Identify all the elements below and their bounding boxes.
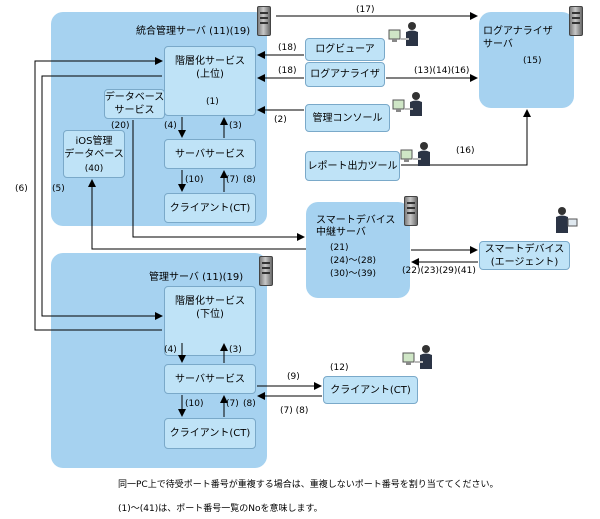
line-40 [88,179,306,250]
hierarchy-service-lower-sub: (下位) [196,309,224,320]
log-analyzer: ログアナライザ [305,62,385,87]
ios-management-database: iOS管理 データベース (40) [63,130,125,178]
server-service-upper-label: サーバサービス [175,148,245,160]
port-2: (2) [274,115,287,125]
server-icon [569,6,583,36]
client-ct-upper: クライアント(CT) [164,193,256,223]
client-ct-lower: クライアント(CT) [164,418,256,449]
server-service-upper: サーバサービス [164,139,256,169]
server-icon [257,6,271,36]
port-4-upper: (4) [164,121,177,131]
footnote-port-duplication: 同一PC上で待受ポート番号が重複する場合は、重複しないポート番号を割り当ててくだ… [118,480,499,490]
report-output-tool-label: レポート出力ツール [307,160,398,172]
port-9: (9) [287,372,300,382]
footnote-port-numbers: (1)～(41)は、ポート番号一覧のNoを意味します。 [118,504,323,514]
server-service-lower-label: サーバサービス [175,373,245,385]
line-6 [34,57,163,331]
log-analyzer-server-title-1: ログアナライザ [483,26,553,37]
smart-device-agent-label-1: スマートデバイス [484,243,565,255]
port-5: (5) [52,184,65,194]
integrated-manager-title: 統合管理サーバ (11)(19) [136,26,251,37]
ios-db-label-2: データベース [64,149,124,160]
port-30-39: (30)～(39) [330,269,376,279]
server-icon [404,196,418,226]
port-15: (15) [523,56,542,66]
port-7-lower: (7) [226,399,239,409]
person-at-pc-icon [402,345,432,369]
port-3-upper: (3) [229,121,242,131]
log-viewer: ログビューア [305,38,385,61]
person-at-pc-icon [400,142,430,166]
port-13-14-16: (13)(14)(16) [414,66,470,76]
person-at-pc-icon [388,22,418,46]
port-8-upper: (8) [243,175,256,185]
port-18-b: (18) [278,66,297,76]
port-10-upper: (10) [185,175,204,185]
port-22-23-29-41: (22)(23)(29)(41) [402,266,476,276]
server-service-lower: サーバサービス [164,364,256,394]
relay-title-1: スマートデバイス [316,215,396,226]
manager-title: 管理サーバ (11)(19) [149,272,244,283]
hierarchy-service-lower: 階層化サービス (下位) [164,286,256,356]
port-17: (17) [356,5,375,15]
relay-server-group [306,202,410,298]
line-5 [41,75,163,320]
port-8-lower: (8) [243,399,256,409]
port-40: (40) [84,164,104,174]
port-7-upper: (7) [226,175,239,185]
hierarchy-service-upper-sub: (上位) [196,69,224,80]
port-7-8-remote: (7) (8) [280,406,309,416]
database-service: データベース サービス [104,89,165,119]
line-16 [401,109,531,166]
management-console: 管理コンソール [305,104,390,132]
line-20 [132,120,305,241]
client-ct-upper-label: クライアント(CT) [169,202,251,214]
log-analyzer-server-title-2: サーバ [483,39,513,50]
port-3-lower: (3) [229,345,242,355]
port-12: (12) [330,363,349,373]
hierarchy-service-lower-label: 階層化サービス [175,296,245,307]
port-24-28: (24)～(28) [330,256,376,266]
hierarchy-service-upper-label: 階層化サービス [175,56,245,67]
relay-title-2: 中継サーバ [316,227,366,238]
client-ct-lower-label: クライアント(CT) [169,428,251,439]
database-service-label-2: サービス [114,105,155,116]
port-1: (1) [206,97,219,107]
ios-db-label-1: iOS管理 [75,136,113,147]
port-21: (21) [330,243,349,253]
hierarchy-service-upper: 階層化サービス (上位) [164,46,256,116]
database-service-label-1: データベース [104,92,165,103]
port-10-lower: (10) [185,399,204,409]
smart-device-agent: スマートデバイス (エージェント) [479,241,570,270]
log-viewer-label: ログビューア [315,44,375,55]
port-18-a: (18) [278,43,297,53]
port-4-lower: (4) [164,345,177,355]
server-icon [259,256,273,286]
person-with-tablet-icon [556,207,578,233]
person-at-pc-icon [392,92,422,116]
log-analyzer-server-group [479,12,574,108]
management-console-label: 管理コンソール [312,112,383,124]
report-output-tool: レポート出力ツール [305,151,400,181]
client-ct-remote-label: クライアント(CT) [330,384,411,396]
log-analyzer-label: ログアナライザ [310,69,380,80]
port-20: (20) [111,121,130,131]
port-16: (16) [456,146,475,156]
client-ct-remote: クライアント(CT) [323,376,418,404]
smart-device-agent-label-2: (エージェント) [490,256,559,268]
port-6: (6) [15,184,28,194]
